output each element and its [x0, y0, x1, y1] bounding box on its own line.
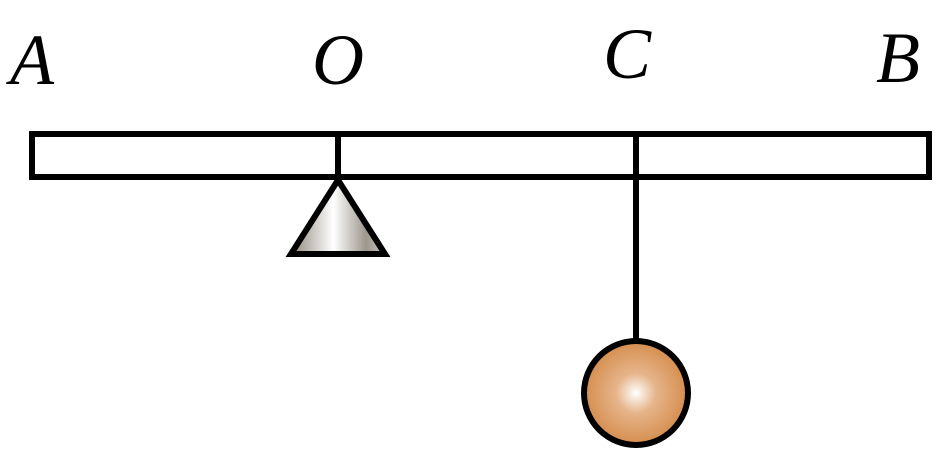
- label-a: A: [6, 20, 55, 100]
- lever-bar: [29, 131, 932, 180]
- label-c: C: [603, 14, 652, 94]
- label-o: O: [312, 20, 364, 100]
- hanging-ball: [581, 338, 691, 448]
- label-b: B: [876, 18, 920, 98]
- fulcrum-triangle: [285, 174, 391, 257]
